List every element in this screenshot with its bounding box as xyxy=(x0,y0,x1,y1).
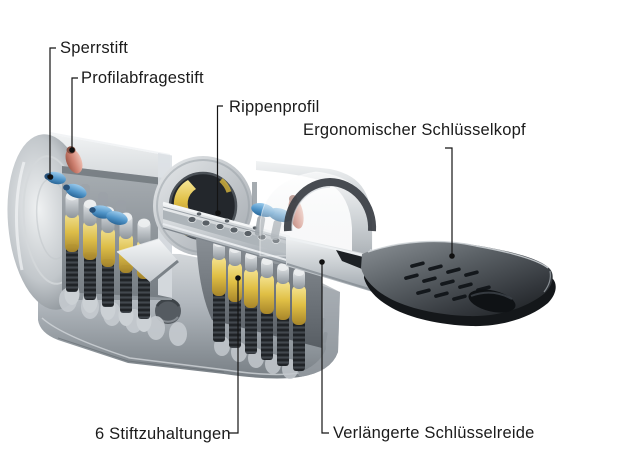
key-head xyxy=(361,240,556,327)
right-housing-arch xyxy=(251,161,377,272)
profile-query-pin xyxy=(65,148,83,174)
label-ergonomischer-schluesselkopf: Ergonomischer Schlüsselkopf xyxy=(303,121,526,139)
label-sperrstift: Sperrstift xyxy=(60,39,129,57)
label-profilabfragestift: Profilabfragestift xyxy=(81,69,204,87)
leader-lines xyxy=(49,47,453,434)
leader-dots xyxy=(47,147,455,281)
leader-verlaengerte-schluesselreide xyxy=(321,263,329,434)
label-rippenprofil: Rippenprofil xyxy=(229,98,320,116)
label-verlaengerte-schluesselreide: Verlängerte Schlüsselreide xyxy=(333,424,535,442)
leader-rippenprofil xyxy=(216,105,223,212)
leader-stiftzuhaltungen xyxy=(228,279,239,434)
profile-pins-left xyxy=(44,146,128,225)
leader-profilabfragestift xyxy=(71,77,78,149)
cam-wedge xyxy=(116,238,179,285)
grip-ribs xyxy=(404,261,491,301)
leader-sperrstift xyxy=(49,47,56,176)
label-stiftzuhaltungen: 6 Stiftzuhaltungen xyxy=(95,425,231,443)
pin-stacks-left xyxy=(64,184,152,332)
leader-ergonomischer-schluesselkopf xyxy=(445,147,453,255)
